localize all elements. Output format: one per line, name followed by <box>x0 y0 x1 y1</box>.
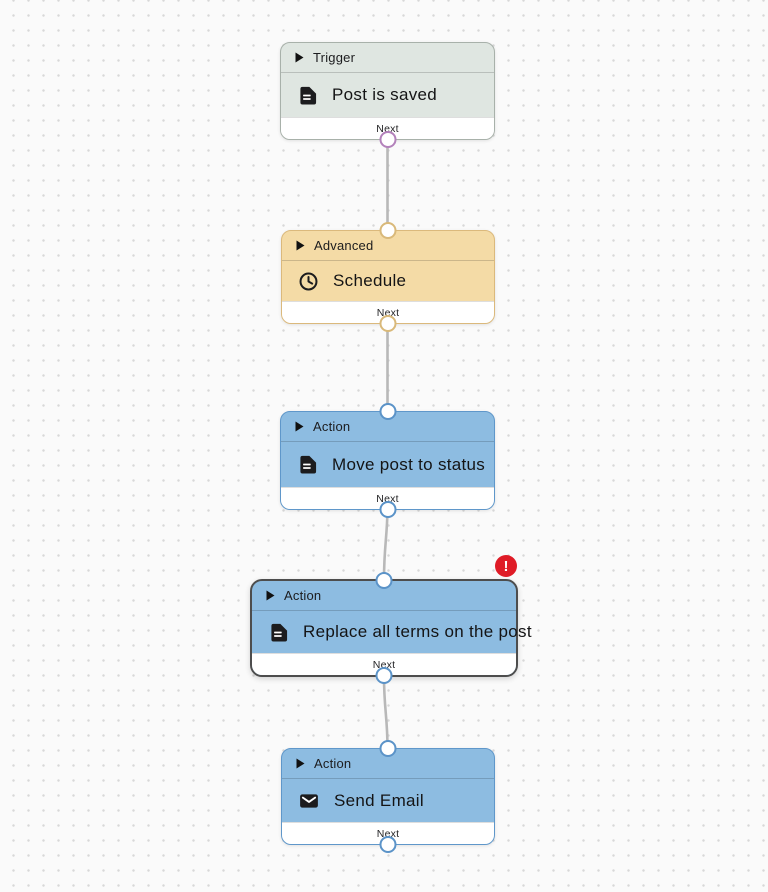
expand-triangle-icon <box>296 240 305 251</box>
node-header[interactable]: Action <box>281 412 494 442</box>
node-category-label: Trigger <box>313 50 356 65</box>
node-body: Replace all terms on the post <box>252 611 532 653</box>
node-body: Move post to status <box>281 442 494 487</box>
expand-triangle-icon <box>295 421 304 432</box>
document-icon <box>297 85 318 106</box>
output-port[interactable] <box>379 836 397 853</box>
edge <box>382 675 389 750</box>
node-action-move-post-to-status[interactable]: Action Move post to status Next <box>280 403 495 518</box>
expand-triangle-icon <box>296 758 305 769</box>
output-port[interactable] <box>375 667 393 684</box>
clock-icon <box>298 271 319 292</box>
document-icon <box>297 454 318 475</box>
node-title: Schedule <box>333 271 407 290</box>
node-footer: Next <box>282 301 494 323</box>
output-port[interactable] <box>379 315 397 332</box>
error-badge[interactable]: ! <box>495 555 517 577</box>
node-action-replace-all-terms[interactable]: ! Action Replace all terms on the post N… <box>250 555 532 684</box>
node-header[interactable]: Action <box>282 749 494 779</box>
node-header[interactable]: Trigger <box>281 43 494 73</box>
node-action-send-email[interactable]: Action Send Email Next <box>281 740 495 853</box>
node-title: Replace all terms on the post <box>303 622 532 641</box>
input-port[interactable] <box>379 222 397 239</box>
node-body: Schedule <box>282 261 494 301</box>
output-port[interactable] <box>379 501 396 518</box>
node-category-label: Action <box>314 756 352 771</box>
node-advanced-schedule[interactable]: Advanced Schedule Next <box>281 222 495 332</box>
node-header[interactable]: Advanced <box>282 231 494 261</box>
node-category-label: Advanced <box>314 238 374 253</box>
node-category-label: Action <box>313 419 351 434</box>
node-header[interactable]: Action <box>252 581 516 611</box>
expand-triangle-icon <box>295 52 304 63</box>
output-port[interactable] <box>379 131 396 148</box>
input-port[interactable] <box>379 740 397 757</box>
node-title: Send Email <box>334 790 424 810</box>
node-title: Post is saved <box>332 85 438 104</box>
email-icon <box>298 790 320 812</box>
expand-triangle-icon <box>266 590 275 601</box>
node-footer: Next <box>281 117 494 139</box>
node-trigger-post-is-saved[interactable]: Trigger Post is saved Next <box>280 42 495 148</box>
node-body: Send Email <box>282 779 494 822</box>
node-category-label: Action <box>284 588 322 603</box>
node-body: Post is saved <box>281 73 494 117</box>
node-title: Move post to status <box>332 454 486 474</box>
input-port[interactable] <box>375 572 393 589</box>
document-icon <box>268 622 289 643</box>
edge <box>382 508 389 581</box>
input-port[interactable] <box>379 403 396 420</box>
